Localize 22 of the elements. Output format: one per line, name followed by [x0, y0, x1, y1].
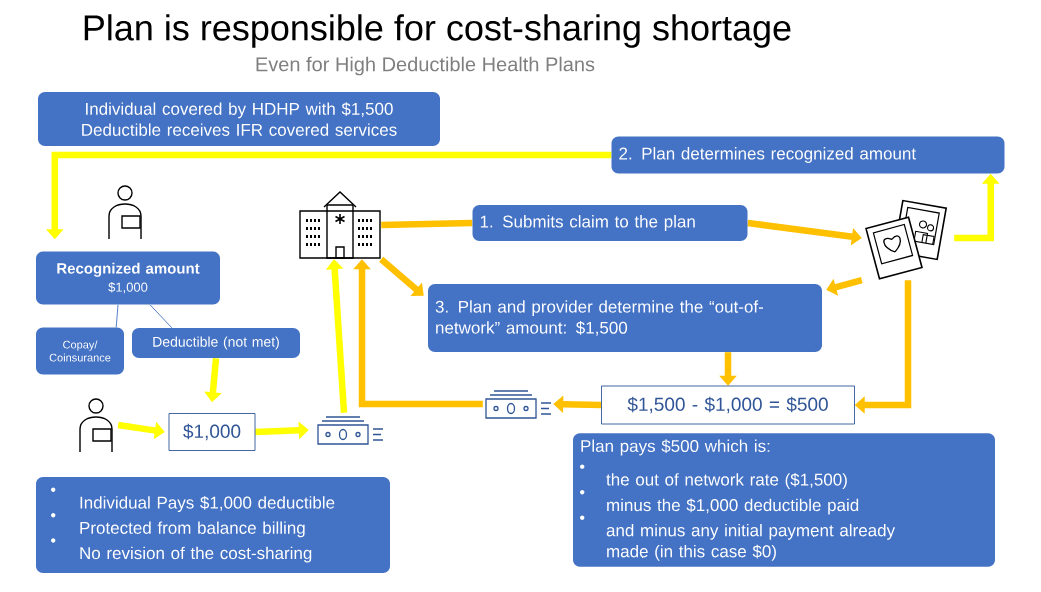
process-box: 3. Plan and provider determine the “out-of-network” amount: $1,500 — [428, 284, 822, 352]
process-box: Individual covered by HDHP with $1,500 Deductible receives IFR covered services — [38, 92, 440, 146]
money-icon — [317, 416, 384, 445]
connector-line — [149, 304, 173, 329]
process-box: Individual Pays $1,000 deductible Protected from balance billing No revision of the cost-sharing — [36, 477, 390, 573]
amount-box: $1,500 - $1,000 = $500 — [601, 385, 855, 425]
connector-line — [115, 304, 119, 328]
hospital-icon — [299, 191, 381, 259]
arrow — [379, 256, 424, 296]
process-box: Deductible (not met) — [132, 328, 300, 358]
process-box: Recognized amount $1,000 — [36, 251, 220, 305]
process-box: Plan pays $500 which is: the out of network rate ($1,500) minus the $1,000 deductible paid and minus any initial payment already made (in this case $0) — [573, 433, 995, 567]
subtitle: Even for High Deductible Health Plans — [256, 56, 595, 76]
amount-box: $1,000 — [168, 413, 256, 451]
process-box: 2. Plan determines recognized amount — [611, 136, 1005, 174]
person-icon — [79, 398, 113, 453]
title: Plan is responsible for cost-sharing shortage — [84, 14, 791, 48]
process-box: Copay/ Coinsurance — [36, 327, 124, 375]
person-icon — [108, 185, 142, 240]
process-box: 1. Submits claim to the plan — [472, 205, 748, 241]
arrow — [826, 277, 863, 296]
money-icon — [485, 390, 552, 419]
